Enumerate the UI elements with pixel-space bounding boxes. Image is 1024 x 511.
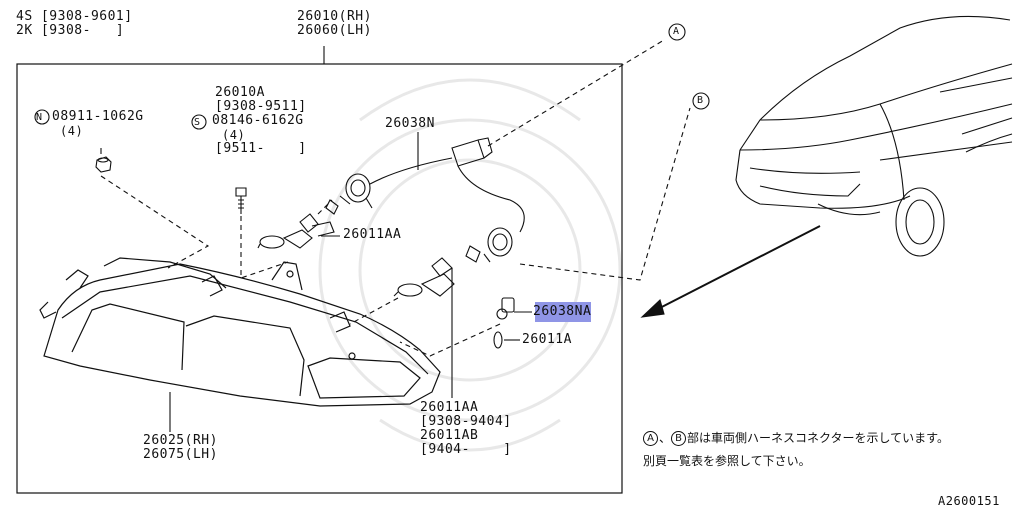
car-illustration — [735, 15, 1013, 257]
watermark — [318, 78, 622, 452]
bolt-quantity: (4) — [222, 128, 246, 142]
bolt-icon — [235, 187, 247, 214]
bulb-upper-icon — [257, 213, 335, 249]
note-text-1: 部は車両側ハーネスコネクターを示しています。 — [687, 431, 949, 445]
bulb-lower-icon — [393, 257, 455, 297]
leader-callout-a — [487, 39, 665, 147]
part-26060-lh-label: 26060(LH) — [297, 23, 372, 38]
socket-26038na-icon — [496, 297, 515, 320]
bulb-26011ab-label: 26011AB — [420, 428, 479, 443]
lens-26025-rh-label: 26025(RH) — [143, 433, 218, 448]
harness-wire-2 — [457, 165, 525, 233]
leader-bolt — [240, 216, 289, 279]
socket-lower-icon — [465, 227, 513, 263]
socket-upper-icon — [325, 173, 373, 215]
leader-nut — [100, 175, 210, 269]
note-line-2: 別頁一覧表を参照して下さい。 — [643, 454, 811, 468]
highlight-26038na — [535, 302, 591, 322]
bulb-26011a-label: 26011A — [522, 332, 572, 347]
nut-icon — [95, 156, 112, 173]
lens-26075-lh-label: 26075(LH) — [143, 447, 218, 462]
callout-b-circle — [692, 92, 710, 110]
bolt-part-number: 08146-6162G — [212, 113, 304, 128]
bolt-symbol: S — [194, 117, 201, 128]
harness-26038n-label: 26038N — [385, 116, 435, 131]
callout-b-label: B — [697, 95, 704, 106]
nut-part-number: 08911-1062G — [52, 109, 144, 124]
socket-26038na-label: 26038NA — [533, 304, 592, 319]
date-9404: [9404- ] — [420, 442, 512, 457]
assembly-frame — [16, 63, 623, 494]
date-9308-9511: [9308-9511] — [215, 99, 307, 114]
location-arrow — [651, 225, 821, 313]
bolt-symbol-circle — [191, 114, 207, 130]
bulb-26011aa-label: 26011AA — [420, 400, 479, 415]
harness-wire — [369, 157, 453, 185]
figure-id: A2600151 — [938, 494, 1000, 508]
nut-symbol-circle — [34, 109, 50, 125]
leader-bulb-lower-dash — [349, 297, 399, 325]
part-26010a-label: 26010A — [215, 85, 265, 100]
note-mark-a: A — [643, 431, 658, 446]
leader-callout-b — [519, 107, 691, 281]
callout-a-label: A — [673, 26, 680, 37]
location-arrow-head — [640, 298, 665, 318]
nut-symbol: N — [36, 112, 43, 123]
variant-2k-label: 2K [9308- ] — [16, 23, 125, 38]
part-26010-rh-label: 26010(RH) — [297, 9, 372, 24]
nut-quantity: (4) — [60, 124, 84, 138]
note-mark-b: B — [671, 431, 687, 446]
bulb-26011a-icon — [493, 331, 503, 349]
headlamp-housing — [39, 257, 441, 407]
date-9511: [9511- ] — [215, 141, 307, 156]
leader-bulb-upper-dash — [317, 199, 333, 215]
callout-a-circle — [668, 23, 686, 41]
date-9308-9404: [9308-9404] — [420, 414, 512, 429]
leader-socket-dash — [399, 323, 501, 357]
variant-4s-label: 4S [9308-9601] — [16, 9, 133, 24]
bulb-26011aa-upper-label: 26011AA — [343, 227, 402, 242]
